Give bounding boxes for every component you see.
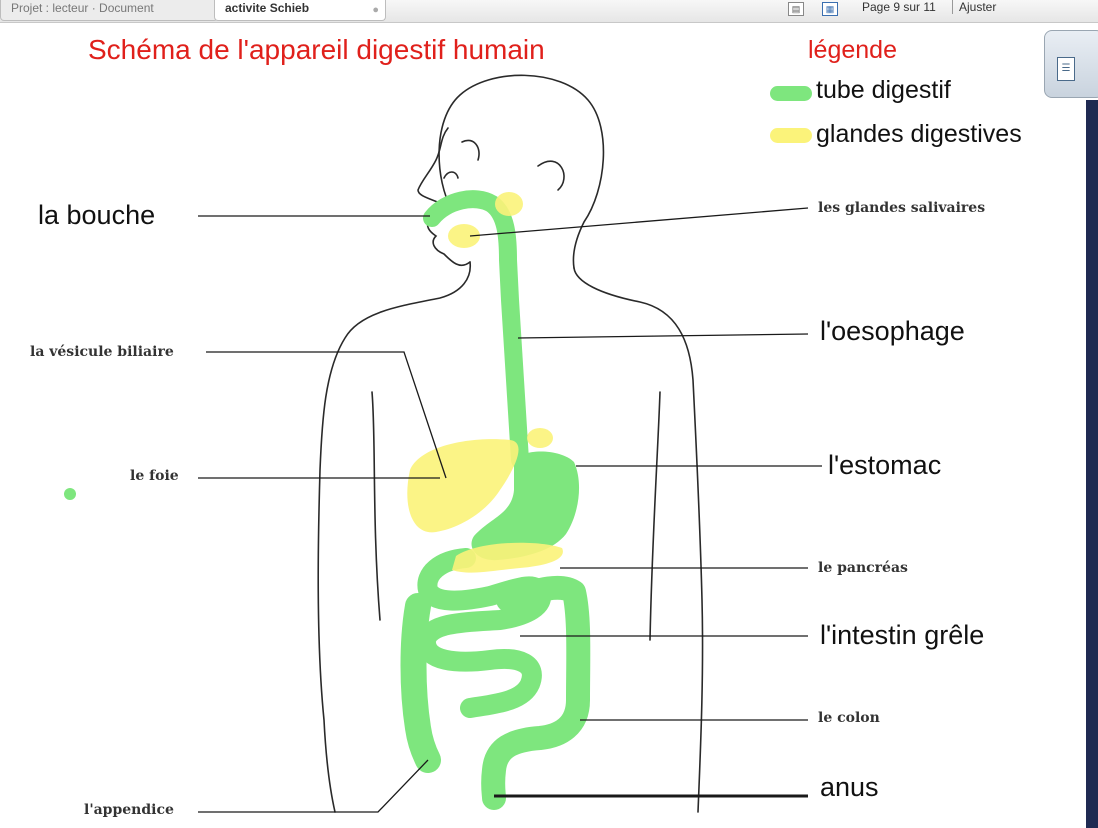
label-colon: le colon [818,710,880,726]
label-pancreas: le pancréas [818,560,908,576]
label-glandes-salivaires: les glandes salivaires [818,200,985,216]
label-foie: le foie [130,468,179,484]
label-bouche: la bouche [38,200,155,231]
label-intestin-grele: l'intestin grêle [820,620,984,651]
stomach [64,286,579,560]
label-anus: anus [820,772,879,803]
label-appendice: l'appendice [84,802,174,818]
label-oesophage: l'oesophage [820,316,965,347]
label-vesicule: la vésicule biliaire [30,344,174,360]
label-estomac: l'estomac [828,450,941,481]
